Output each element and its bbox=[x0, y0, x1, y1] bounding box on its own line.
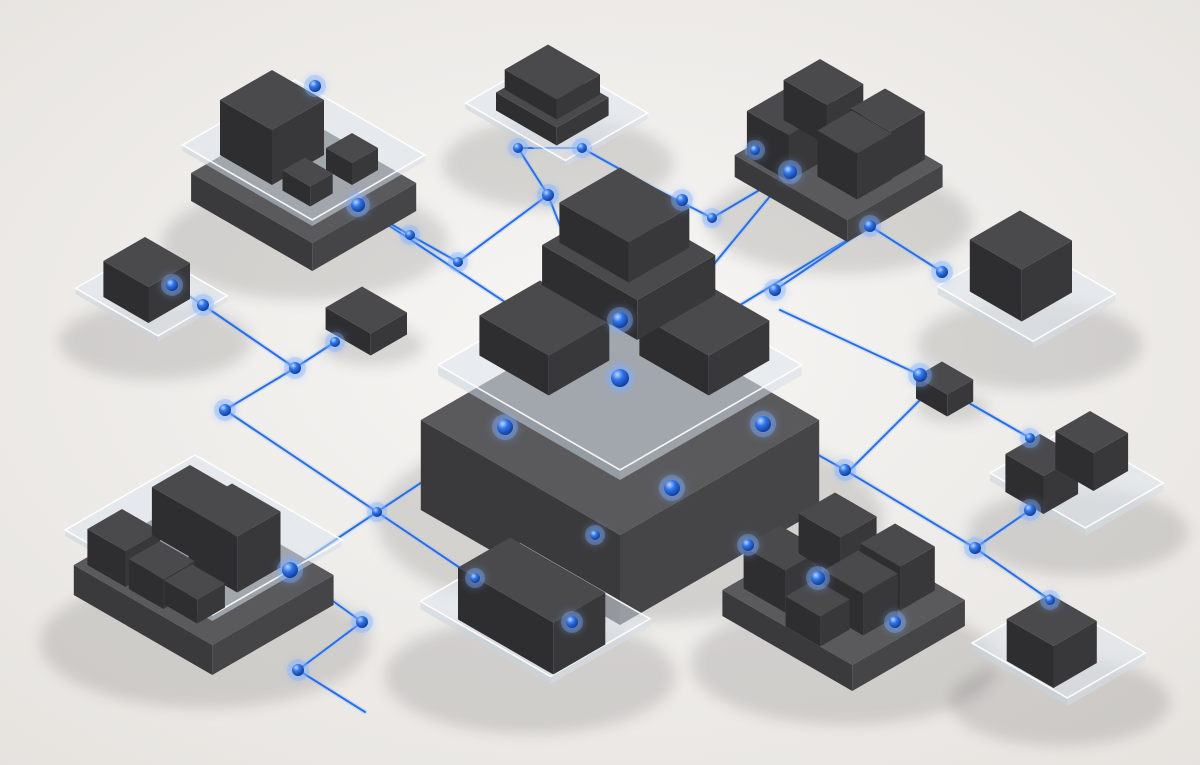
connection-node-icon bbox=[1025, 433, 1035, 443]
connection-node-icon bbox=[742, 539, 754, 551]
connection-node-icon bbox=[913, 368, 927, 382]
connection-node-icon bbox=[372, 507, 382, 517]
connection-node-icon bbox=[889, 616, 901, 628]
connector-line bbox=[376, 511, 476, 579]
connection-node-icon bbox=[497, 419, 513, 435]
connection-node-icon bbox=[969, 542, 981, 554]
connector-line bbox=[297, 621, 363, 671]
connection-node-icon bbox=[453, 257, 463, 267]
block bbox=[479, 280, 610, 396]
module-shadow bbox=[58, 303, 252, 380]
connection-node-icon bbox=[1045, 595, 1055, 605]
connection-node-icon bbox=[513, 143, 523, 153]
block bbox=[164, 564, 225, 624]
connector-line bbox=[297, 669, 366, 713]
connection-node-icon bbox=[590, 530, 600, 540]
connector-line bbox=[457, 194, 549, 263]
connection-node-icon bbox=[664, 480, 680, 496]
connection-node-icon bbox=[351, 198, 365, 212]
block bbox=[504, 44, 600, 120]
module-top-left bbox=[180, 70, 427, 271]
connection-node-icon bbox=[282, 562, 298, 578]
connection-node-icon bbox=[783, 165, 797, 179]
connection-node-icon bbox=[676, 194, 688, 206]
module-bottom-right bbox=[722, 492, 965, 691]
connection-node-icon bbox=[839, 464, 851, 476]
connection-node-icon bbox=[769, 284, 781, 296]
connection-node-icon bbox=[292, 664, 304, 676]
connection-node-icon bbox=[166, 279, 178, 291]
module-bottom-far-right bbox=[970, 594, 1147, 706]
block bbox=[325, 286, 407, 356]
block bbox=[969, 210, 1072, 322]
connection-node-icon bbox=[611, 369, 629, 387]
connection-node-icon bbox=[542, 189, 554, 201]
connection-node-icon bbox=[219, 404, 231, 416]
connection-node-icon bbox=[707, 213, 717, 223]
connector-line bbox=[202, 304, 296, 369]
block bbox=[220, 70, 324, 185]
connector-line bbox=[974, 509, 1031, 549]
connection-node-icon bbox=[864, 220, 876, 232]
connection-node-icon bbox=[289, 362, 301, 374]
connection-node-icon bbox=[612, 312, 628, 328]
connection-node-icon bbox=[197, 299, 209, 311]
connection-node-icon bbox=[750, 145, 760, 155]
block bbox=[1006, 594, 1097, 688]
module-central-hub bbox=[420, 167, 820, 625]
connection-node-icon bbox=[811, 571, 825, 585]
module-bottom-left bbox=[63, 454, 344, 675]
connection-node-icon bbox=[755, 416, 771, 432]
block bbox=[458, 537, 606, 675]
connection-node-icon bbox=[405, 230, 415, 240]
connection-node-icon bbox=[566, 616, 578, 628]
connection-nodes bbox=[161, 75, 1060, 681]
connection-node-icon bbox=[309, 80, 321, 92]
block bbox=[785, 579, 850, 647]
block bbox=[282, 157, 333, 207]
connection-node-icon bbox=[330, 337, 340, 347]
block bbox=[1055, 411, 1129, 491]
connector-line bbox=[779, 309, 921, 376]
connector-line bbox=[224, 367, 296, 411]
module-left-tiny bbox=[325, 286, 407, 356]
module-right-cube bbox=[936, 210, 1117, 350]
connector-line bbox=[869, 225, 943, 273]
connection-node-icon bbox=[577, 143, 587, 153]
connection-node-icon bbox=[356, 616, 368, 628]
connection-node-icon bbox=[470, 573, 480, 583]
block bbox=[817, 110, 892, 200]
block bbox=[326, 133, 378, 185]
module-shadow bbox=[950, 658, 1170, 746]
connection-node-icon bbox=[1024, 504, 1036, 516]
block bbox=[559, 167, 690, 283]
modules bbox=[63, 44, 1165, 706]
connection-node-icon bbox=[936, 266, 948, 278]
connector-line bbox=[844, 469, 976, 549]
connector-line bbox=[974, 547, 1051, 601]
connector-line bbox=[224, 409, 378, 513]
